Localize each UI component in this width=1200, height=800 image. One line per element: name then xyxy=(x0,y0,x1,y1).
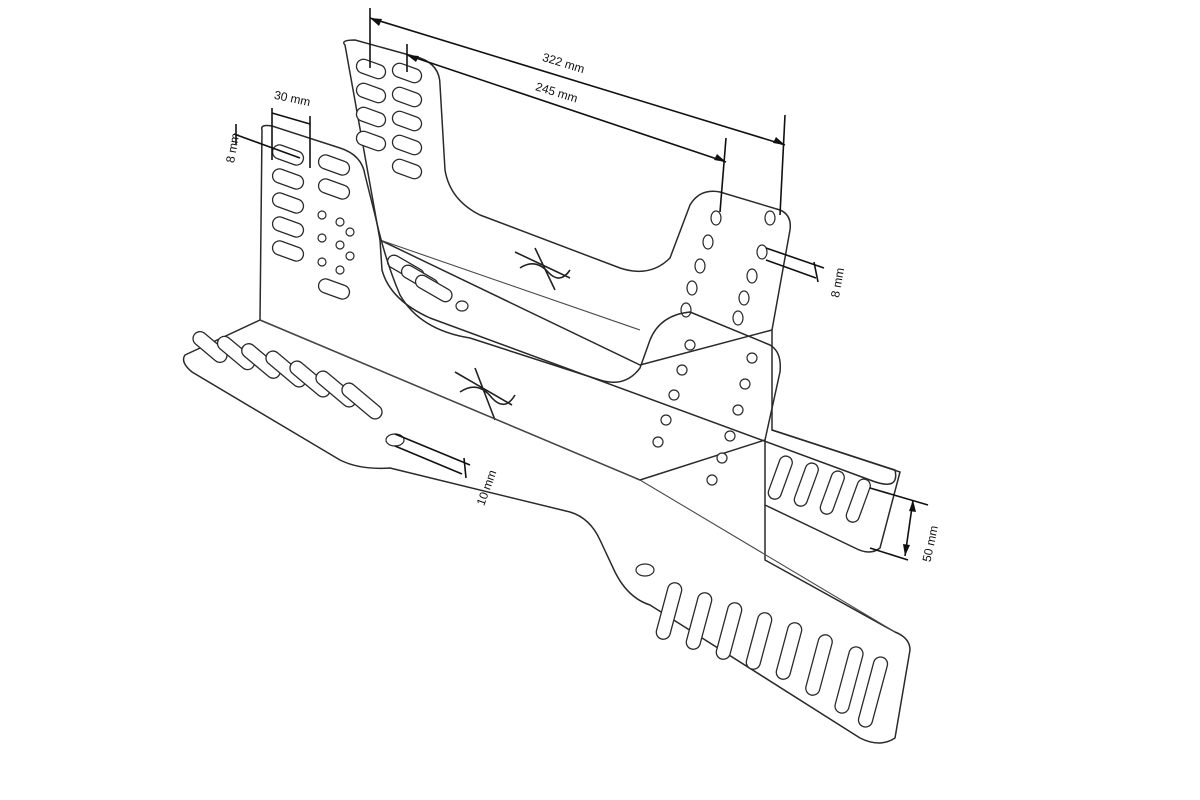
dim-label-8-right: 8 mm xyxy=(828,267,847,299)
back-flange-slots xyxy=(386,254,871,523)
front-flange-slots xyxy=(192,330,889,728)
flange-hole xyxy=(635,563,655,577)
front-flange xyxy=(182,319,911,744)
dimension-8-right: 8 mm xyxy=(765,247,847,299)
back-plate-slots xyxy=(355,58,423,180)
xs-logo-icon xyxy=(514,247,571,291)
back-flange xyxy=(379,239,901,553)
front-side-plate xyxy=(259,124,782,486)
xs-logo-icon xyxy=(454,367,516,421)
dimension-8-left: 8 mm xyxy=(223,124,301,164)
dim-label-10: 10 mm xyxy=(474,468,500,507)
dim-label-30: 30 mm xyxy=(273,88,312,109)
flange-hole xyxy=(455,300,469,312)
back-side-plate xyxy=(343,39,792,366)
dimension-50: 50 mm xyxy=(869,487,941,563)
back-plate-holes xyxy=(680,210,776,326)
front-plate-slots xyxy=(271,144,351,300)
dim-label-245: 245 mm xyxy=(534,79,580,105)
dim-label-50: 50 mm xyxy=(920,524,941,563)
dim-label-8-left: 8 mm xyxy=(223,132,242,164)
dimension-10: 10 mm xyxy=(394,433,500,507)
front-plate-holes xyxy=(317,210,758,486)
